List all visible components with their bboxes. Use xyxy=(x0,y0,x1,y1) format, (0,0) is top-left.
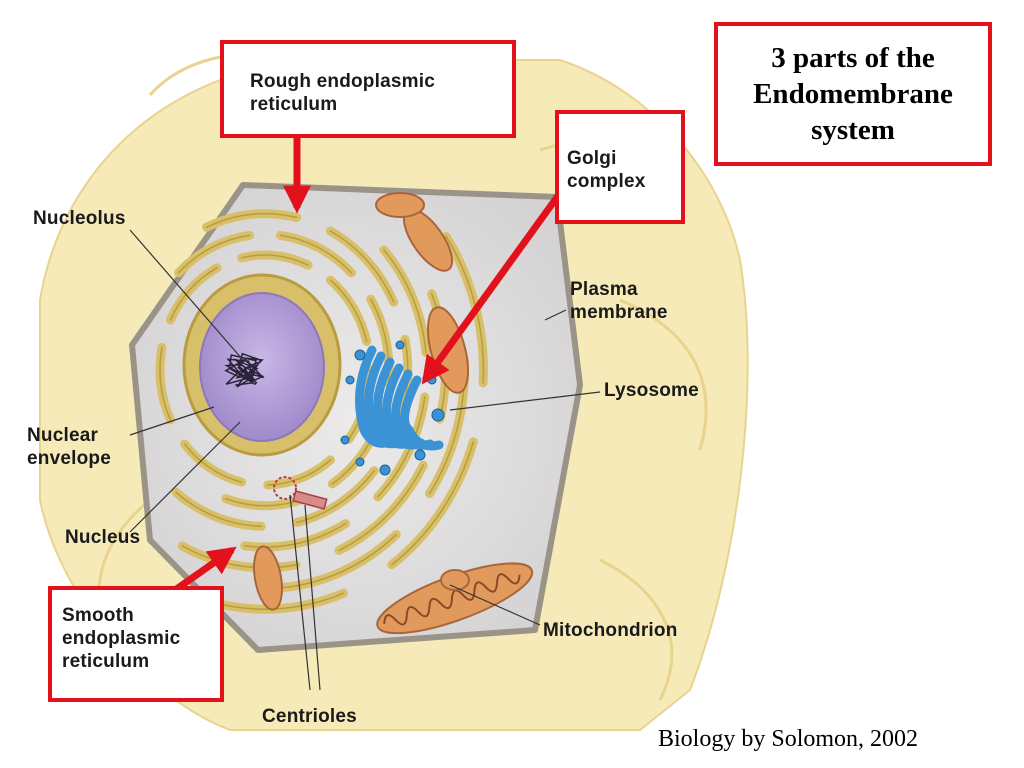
er-fold xyxy=(175,491,262,528)
er-fold xyxy=(329,230,395,303)
er-fold xyxy=(391,441,475,566)
golgi-box xyxy=(555,110,685,224)
golgi-vesicle xyxy=(355,457,365,467)
er-fold xyxy=(177,234,251,274)
label-golgi: Golgi complex xyxy=(567,148,646,192)
er-fold xyxy=(183,443,243,483)
label-mitochondrion: Mitochondrion xyxy=(543,620,678,641)
golgi-vesicle xyxy=(354,349,366,361)
er-fold xyxy=(278,533,398,589)
slide-title: 3 parts of the Endomembrane system xyxy=(753,42,953,146)
centrioles-shape xyxy=(273,476,328,510)
label-centrioles: Centrioles xyxy=(262,706,357,727)
er-fold xyxy=(338,464,425,552)
nucleolus-shape xyxy=(224,352,265,388)
er-fold xyxy=(377,396,426,498)
er-fold xyxy=(205,212,298,229)
label-nucleus: Nucleus xyxy=(65,527,141,548)
golgi-vesicle xyxy=(395,340,405,350)
label-lysosome: Lysosome xyxy=(604,380,699,401)
label-rough-er: Rough endoplasmic reticulum xyxy=(250,71,435,115)
title-box: 3 parts of the Endomembrane system xyxy=(714,22,992,166)
pointer-lines xyxy=(129,229,601,691)
label-nucleolus: Nucleolus xyxy=(33,208,126,229)
rough-er-box xyxy=(220,40,516,138)
er-fold xyxy=(244,522,347,548)
golgi-cisterna xyxy=(400,375,444,451)
er-fold xyxy=(279,234,353,274)
smooth-er-box xyxy=(48,586,224,702)
golgi-arrow xyxy=(421,190,563,385)
golgi-vesicle xyxy=(379,464,391,476)
golgi-vesicle xyxy=(414,449,426,461)
chromatin xyxy=(224,352,265,388)
golgi-vesicle xyxy=(431,408,445,422)
er-fold xyxy=(240,254,309,266)
er-fold xyxy=(383,249,427,354)
label-nuclear-envelope: Nuclear envelope xyxy=(27,425,111,469)
er-fold xyxy=(329,279,368,343)
label-plasma-membrane: Plasma membrane xyxy=(570,279,668,323)
source-credit: Biology by Solomon, 2002 xyxy=(658,726,919,752)
nucleus-shape xyxy=(182,273,342,457)
er-fold xyxy=(159,346,172,421)
er-fold xyxy=(169,267,218,321)
golgi-vesicle xyxy=(340,435,350,445)
er-fold xyxy=(181,545,297,569)
golgi-shape xyxy=(340,340,445,476)
label-smooth-er: Smooth endoplasmic reticulum xyxy=(62,605,181,672)
golgi-vesicle xyxy=(345,375,355,385)
